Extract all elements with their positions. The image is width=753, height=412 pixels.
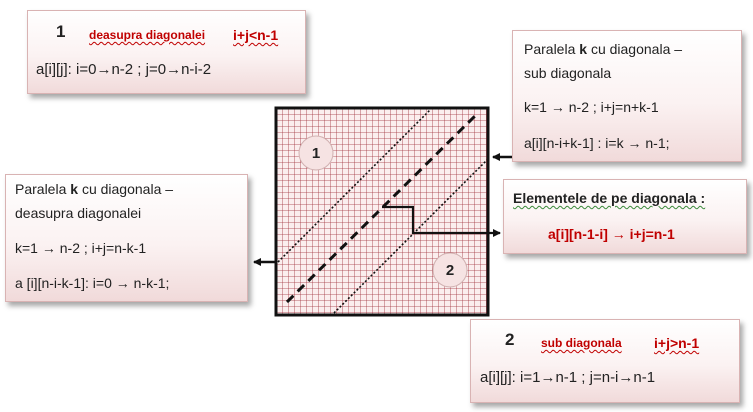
diagonal-title: Elementele de pe diagonala : (513, 190, 706, 206)
lower-region-number: 2 (505, 330, 515, 349)
diagonal-formula: a[i][n-1-i] → i+j=n-1 (548, 226, 675, 242)
parallel-above-line1: Paralela k cu diagonala – (15, 181, 174, 197)
lower-region-box: 2 sub diagonala i+j>n-1 a[i][j]: i=1→n-1… (470, 319, 740, 403)
parallel-above-line4: a [i][n-i-k-1]: i=0 → n-k-1; (15, 275, 170, 291)
parallel-below-box: Paralela k cu diagonala – sub diagonala … (512, 30, 742, 162)
region-lower-label: 2 (446, 262, 454, 279)
parallel-above-box: Paralela k cu diagonala – deasupra diago… (5, 174, 248, 302)
lower-region-title: sub diagonala (541, 336, 622, 350)
region-upper-circle (298, 135, 334, 171)
upper-region-box: 1 deasupra diagonalei i+j<n-1 a[i][j]: i… (27, 10, 306, 94)
parallel-below-line (333, 159, 488, 314)
upper-region-title: deasupra diagonalei (89, 28, 206, 42)
upper-region-loop: a[i][j]: i=0→n-2 ; j=0→n-i-2 (36, 61, 212, 78)
region-upper-label: 1 (312, 145, 320, 162)
region-lower-circle (432, 252, 468, 288)
parallel-below-line4: a[i][n-i+k-1] : i=k → n-1; (524, 135, 670, 151)
lower-region-condition: i+j>n-1 (654, 335, 700, 351)
parallel-below-line3: k=1 → n-2 ; i+j=n+k-1 (524, 99, 659, 115)
diagonal-box: Elementele de pe diagonala : a[i][n-1-i]… (503, 179, 747, 254)
upper-region-number: 1 (56, 22, 66, 41)
diagonal-connector (382, 205, 501, 237)
parallel-below-line2: sub diagonala (524, 65, 612, 81)
lower-region-loop: a[i][j]: i=1→n-1 ; j=n-i→n-1 (480, 369, 656, 386)
upper-region-condition: i+j<n-1 (233, 27, 279, 43)
parallel-below-line1: Paralela k cu diagonala – (524, 41, 683, 57)
parallel-above-line3: k=1 → n-2 ; i+j=n-k-1 (15, 240, 147, 256)
matrix-border (274, 106, 490, 317)
parallel-above-line2: deasupra diagonalei (15, 205, 142, 221)
